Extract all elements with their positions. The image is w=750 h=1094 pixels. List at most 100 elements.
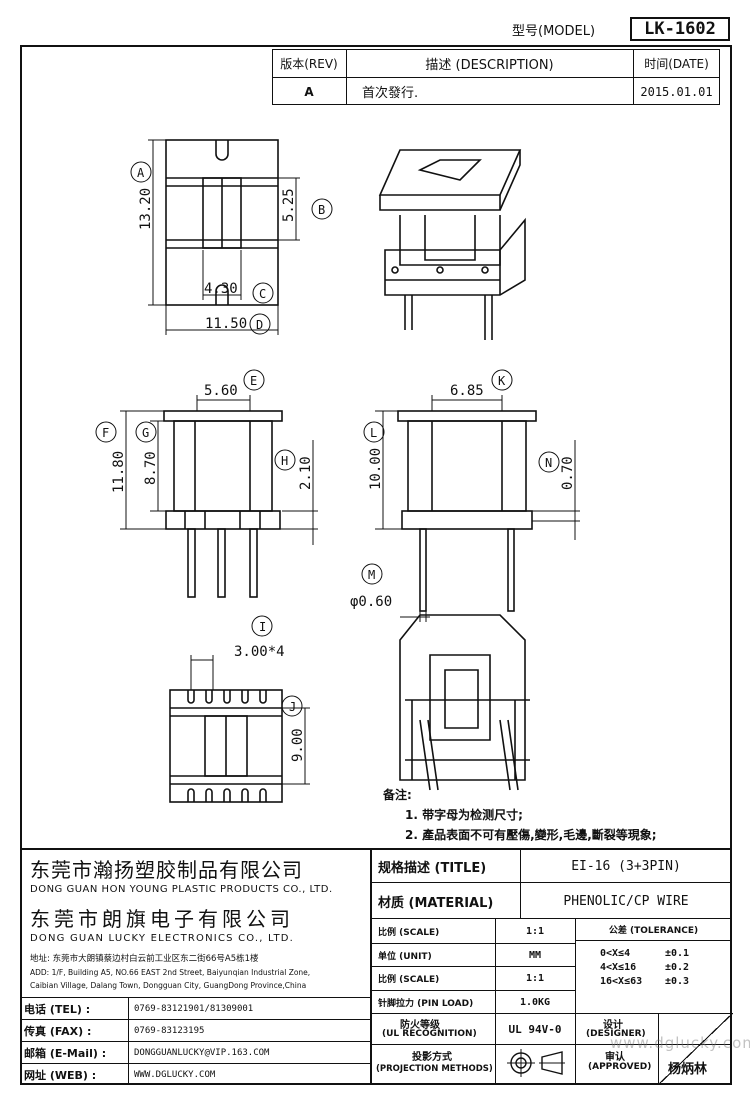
balloon-G: G (135, 421, 157, 443)
balloon-H: H (274, 449, 296, 471)
company-name-1-cn: 东莞市瀚扬塑胶制品有限公司 (30, 858, 303, 882)
model-label: 型号(MODEL) (512, 24, 596, 39)
balloon-L: L (363, 421, 385, 443)
tolerance-label: 公差 (TOLERANCE) (608, 926, 699, 936)
scale2-value: 1:1 (525, 973, 545, 984)
svg-text:I: I (259, 620, 266, 634)
fax-label: 传真 (FAX) : (24, 1024, 92, 1038)
balloon-M: M (361, 563, 383, 585)
ul-value: UL 94V-0 (508, 1022, 562, 1036)
designer-label-en: (DESIGNER) (586, 1029, 646, 1039)
pin-load-label: 针脚拉力 (PIN LOAD) (378, 998, 474, 1009)
approved-label-en: (APPROVED) (588, 1062, 652, 1072)
company-name-1-en: DONG GUAN HON YOUNG PLASTIC PRODUCTS CO.… (30, 884, 333, 895)
pin-load-value: 1.0KG (519, 996, 551, 1008)
balloon-J: J (281, 695, 303, 717)
svg-text:C: C (259, 287, 266, 301)
date-value: 2015.01.01 (640, 84, 713, 99)
material-label: 材质 (MATERIAL) (378, 895, 494, 911)
model-number: LK-1602 (630, 17, 730, 41)
tol-1-range: 0<X≤4 (600, 948, 631, 959)
dim-M: φ0.60 (350, 594, 392, 610)
tel-label: 电话 (TEL) : (24, 1002, 91, 1016)
tol-3-range: 16<X≤63 (600, 976, 643, 987)
balloon-C: C (252, 282, 274, 304)
technical-drawing: 13.20 5.25 4.30 11.50 5.60 11.80 8.70 2.… (95, 139, 580, 803)
dim-K: 6.85 (450, 383, 484, 399)
projection-symbol-icon (507, 1049, 565, 1077)
designer-label: 设计 (603, 1020, 623, 1031)
tol-2-value: ±0.2 (665, 962, 690, 973)
balloon-F: F (95, 421, 117, 443)
svg-text:M: M (368, 568, 375, 582)
svg-text:A: A (137, 166, 145, 180)
address-en-2: Caibian Village, Dalang Town, Dongguan C… (30, 981, 307, 990)
svg-text:J: J (289, 700, 296, 714)
dim-C: 4.30 (204, 281, 238, 297)
notes-title: 备注: (383, 788, 412, 802)
dim-A: 13.20 (138, 188, 154, 230)
mail-value[interactable]: DONGGUANLUCKY@VIP.163.COM (134, 1047, 270, 1058)
svg-text:K: K (498, 374, 506, 388)
date-header: 时间(DATE) (644, 57, 709, 71)
dim-E: 5.60 (204, 383, 238, 399)
approved-label: 审认 (605, 1052, 625, 1063)
svg-text:N: N (545, 456, 552, 470)
note-2: 2. 產品表面不可有壓傷,變形,毛邊,斷裂等現象; (405, 828, 657, 842)
tel-value: 0769-83121901/81309001 (134, 1003, 254, 1014)
svg-text:D: D (256, 318, 263, 332)
title-label: 规格描述 (TITLE) (378, 860, 487, 876)
scale-value: 1:1 (525, 925, 545, 937)
svg-text:B: B (318, 203, 325, 217)
svg-text:F: F (102, 426, 109, 440)
isometric-view-bottom (399, 614, 530, 791)
title-value: EI-16 (3+3PIN) (571, 858, 681, 874)
balloon-A: A (130, 161, 152, 183)
rev-value: A (304, 84, 314, 99)
address-en-1: ADD: 1/F, Building A5, NO.66 EAST 2nd St… (30, 968, 311, 977)
ul-label: 防火等级 (400, 1020, 440, 1031)
bottom-view (169, 689, 283, 803)
desc-value: 首次發行. (362, 86, 419, 101)
side-view (397, 410, 537, 612)
top-view (165, 139, 279, 306)
isometric-view-top (378, 149, 526, 340)
dim-J: 9.00 (290, 728, 306, 762)
svg-text:L: L (370, 426, 377, 440)
scale2-label: 比例 (SCALE) (378, 975, 440, 985)
dim-I: 3.00*4 (234, 644, 285, 660)
tol-2-range: 4<X≤16 (600, 962, 637, 973)
balloon-N: N (538, 451, 560, 473)
address-cn: 地址: 东莞市大朗镇蔡边村白云前工业区东二街66号A5栋1楼 (30, 954, 259, 964)
balloon-B: B (311, 198, 333, 220)
company-name-2-cn: 东莞市朗旗电子有限公司 (30, 907, 294, 931)
balloon-I: I (251, 615, 273, 637)
dim-G: 8.70 (143, 451, 159, 485)
unit-label: 单位 (UNIT) (378, 951, 432, 962)
dim-D: 11.50 (205, 316, 247, 332)
svg-text:H: H (281, 454, 288, 468)
ul-label-en: (UL RECOGNITION) (382, 1029, 477, 1039)
proj-label-en: (PROJECTION METHODS) (376, 1064, 493, 1074)
material-value: PHENOLIC/CP WIRE (563, 893, 689, 909)
dim-L: 10.00 (368, 448, 384, 490)
front-view (163, 410, 283, 598)
balloon-E: E (243, 369, 265, 391)
approved-value: 杨炳林 (668, 1062, 708, 1077)
web-value[interactable]: WWW.DGLUCKY.COM (134, 1069, 216, 1080)
note-1: 1. 带字母为检测尺寸; (405, 808, 523, 822)
balloon-K: K (491, 369, 513, 391)
rev-header: 版本(REV) (280, 57, 338, 71)
dim-H: 2.10 (298, 456, 314, 490)
balloon-D: D (249, 313, 271, 335)
proj-label: 投影方式 (412, 1052, 452, 1063)
watermark: www.dglucky.com (610, 1034, 750, 1052)
dim-B: 5.25 (281, 188, 297, 222)
scale-label: 比例 (SCALE) (378, 927, 440, 938)
svg-text:G: G (142, 426, 149, 440)
dim-F: 11.80 (111, 451, 127, 493)
mail-label: 邮箱 (E-Mail) : (24, 1046, 107, 1060)
svg-text:E: E (250, 374, 257, 388)
drawing-frame (20, 45, 732, 1085)
tol-1-value: ±0.1 (665, 948, 690, 959)
